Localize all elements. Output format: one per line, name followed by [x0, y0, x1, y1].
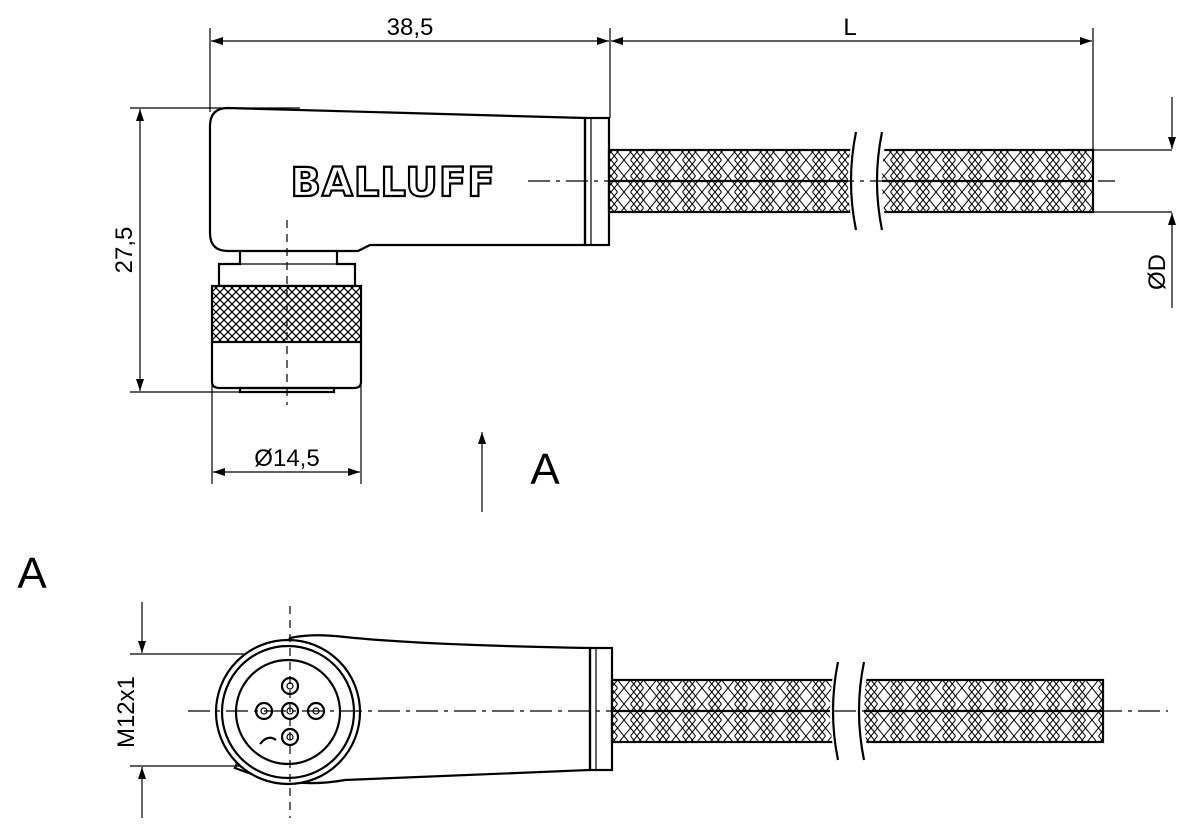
- socket-face: [234, 658, 342, 766]
- dimension-housing-length: 38,5: [387, 14, 434, 41]
- dimension-nut-diameter: Ø14,5: [254, 445, 319, 472]
- housing-collar: [588, 646, 614, 772]
- connector-housing: [208, 106, 587, 253]
- dimension-cable-diameter: ØD: [1144, 254, 1171, 290]
- nut-outer-circle: [214, 638, 362, 786]
- cable-break-line: [831, 661, 840, 761]
- view-marker: A: [530, 445, 560, 494]
- dimension-thread: M12x1: [113, 676, 140, 748]
- brand-logo: BALLUFF: [290, 160, 495, 206]
- side-view: 38,5 L 27,5 Ø14,5 ØD BALLUFF A: [111, 14, 1176, 512]
- view-a: A M12x1: [17, 549, 1168, 818]
- view-title: A: [17, 549, 47, 598]
- cable-break-line: [857, 661, 866, 761]
- cable-break-gap: [848, 140, 886, 222]
- dimension-cable-length: L: [843, 14, 856, 41]
- pin-contact: [280, 727, 300, 747]
- dimension-height: 27,5: [111, 227, 138, 274]
- coding-key: [259, 736, 277, 745]
- nut-inner-circle: [220, 644, 356, 780]
